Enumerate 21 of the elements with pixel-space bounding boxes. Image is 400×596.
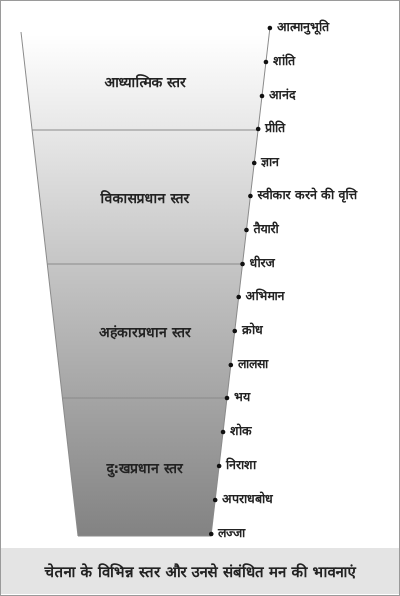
level-name: आध्यात्मिक स्तर bbox=[104, 73, 186, 90]
emotion-label: शोक bbox=[230, 423, 252, 439]
emotion-label: अपराधबोध bbox=[222, 491, 274, 507]
emotion-label: आनंद bbox=[269, 87, 296, 103]
caption: चेतना के विभिन्न स्तर और उनसे संबंधित मन की भावनाएं bbox=[44, 562, 356, 581]
emotion-label: स्वीकार करने की वृत्ति bbox=[257, 187, 358, 203]
level-name: अहंकारप्रधान स्तर bbox=[98, 324, 191, 340]
emotion-label: लज्जा bbox=[218, 525, 246, 541]
emotion-label: निराशा bbox=[226, 457, 256, 473]
emotion-label: तैयारी bbox=[253, 221, 278, 237]
emotion-label: अभिमान bbox=[246, 288, 285, 304]
emotion-label: भय bbox=[234, 389, 250, 405]
emotion-label: ज्ञान bbox=[261, 154, 280, 170]
level-name: विकासप्रधान स्तर bbox=[100, 189, 190, 206]
emotion-label: शांति bbox=[272, 53, 295, 69]
emotion-label: लालसा bbox=[238, 356, 268, 372]
level-name: दु:खप्रधान स्तर bbox=[106, 460, 183, 476]
emotion-label: आत्मानुभूति bbox=[276, 19, 329, 35]
emotion-label: प्रीति bbox=[265, 120, 286, 136]
emotion-label: क्रोध bbox=[242, 322, 263, 338]
emotion-label: धीरज bbox=[250, 255, 275, 271]
